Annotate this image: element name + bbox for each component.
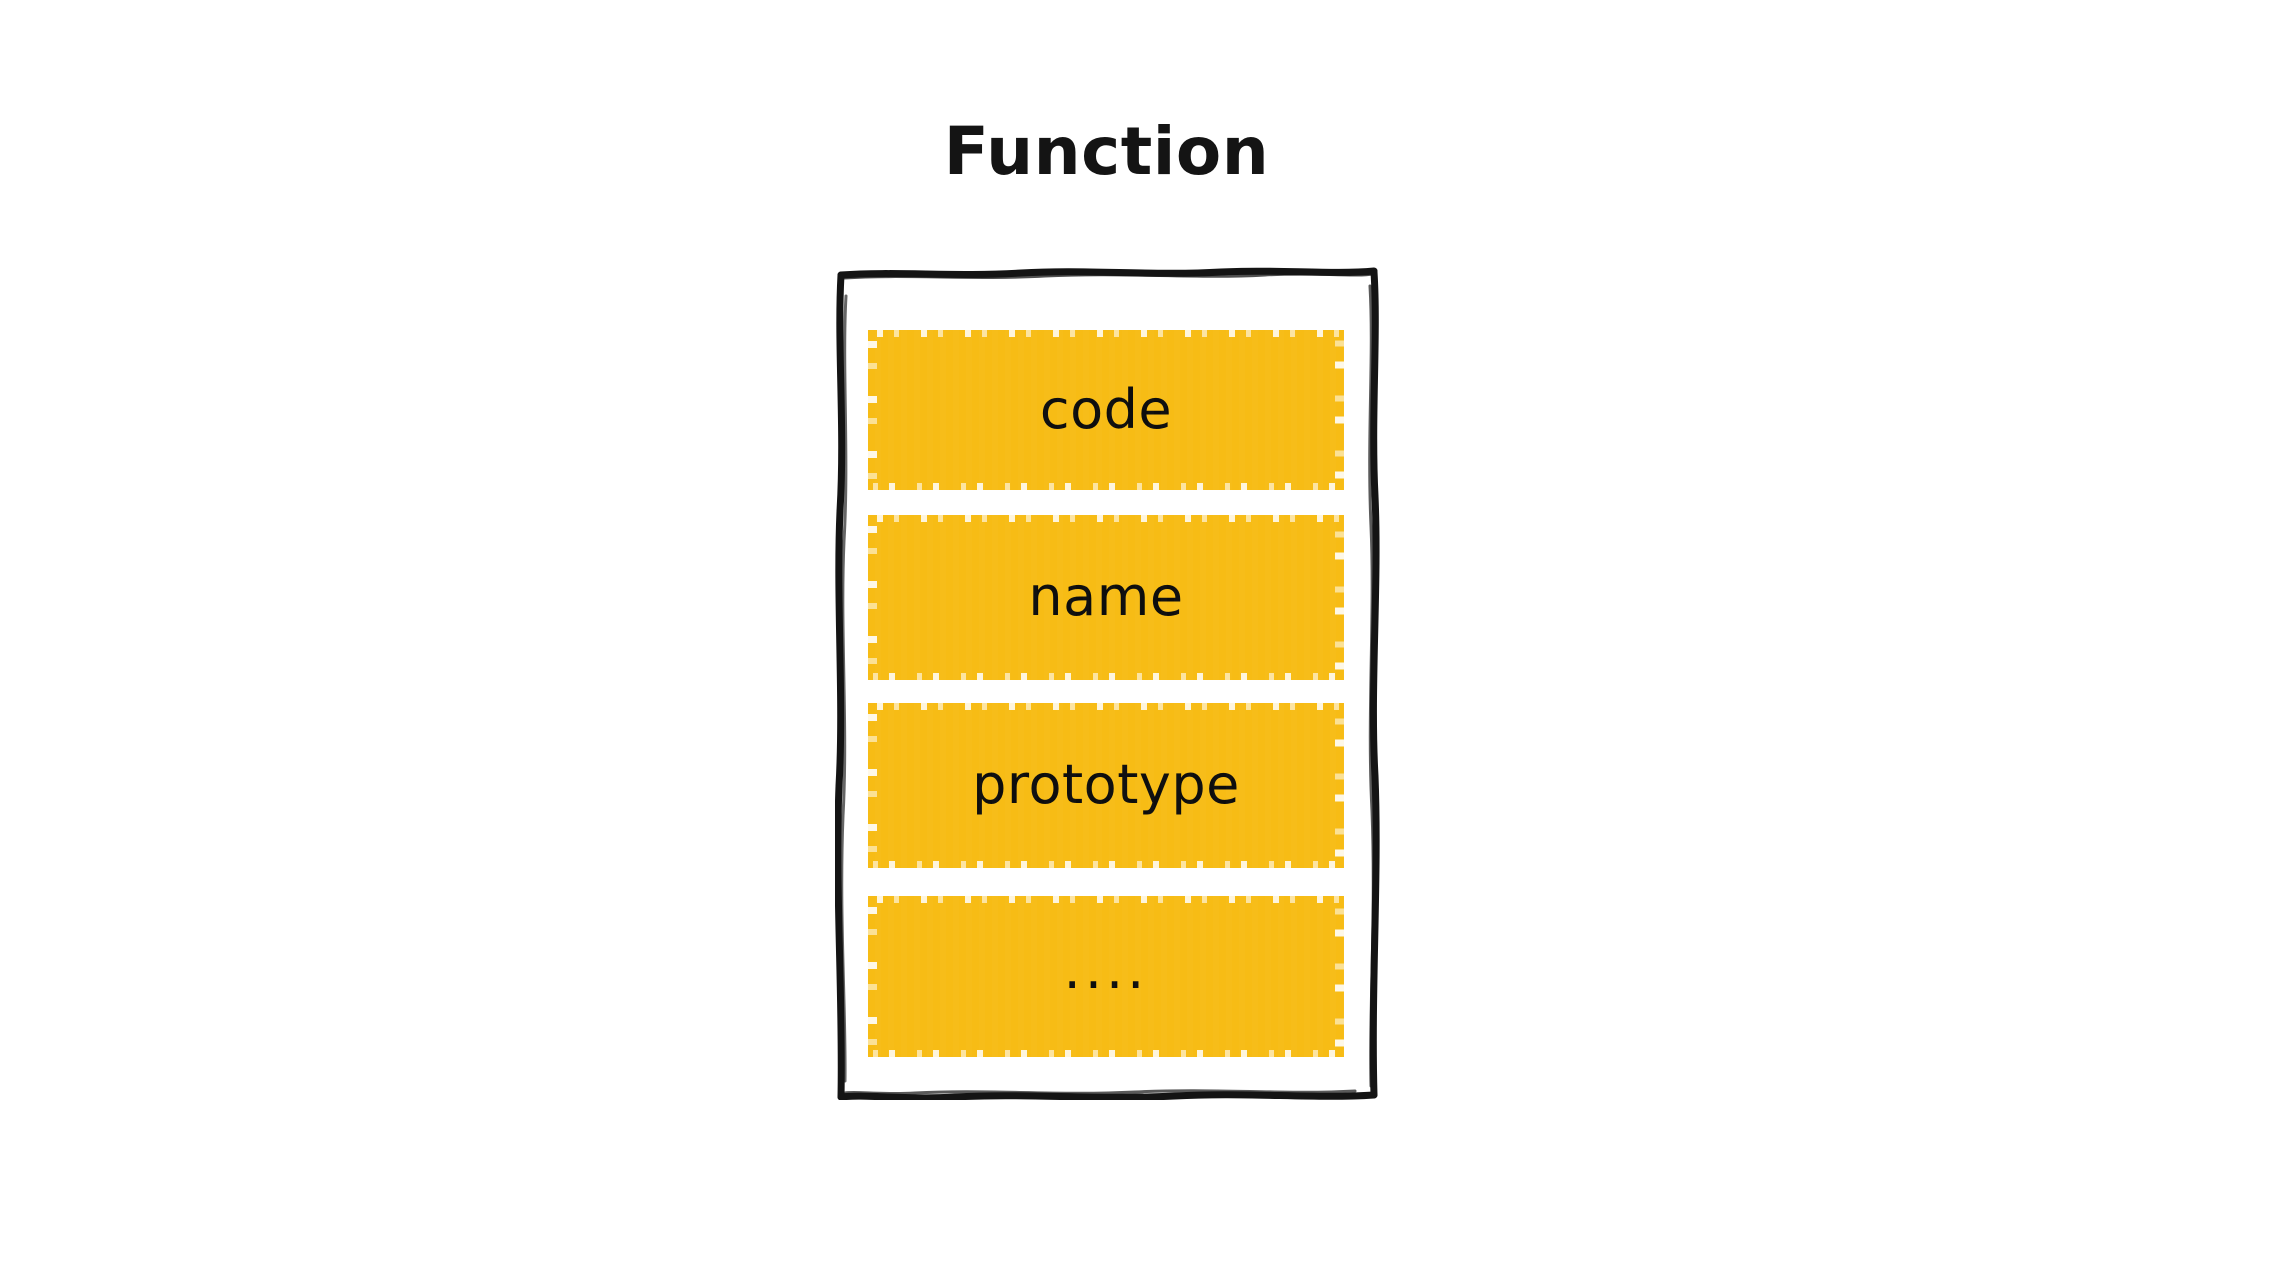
slot-rough-edge-left [868,703,877,868]
slot-rough-edge-right [1335,514,1344,680]
slot-rough-edge-left [868,895,877,1057]
slot-rough-edge-left [868,330,877,490]
property-slot-more[interactable]: .... [868,895,1344,1057]
slot-rough-edge-left [868,514,877,680]
property-slot-code[interactable]: code [868,330,1344,490]
property-slot-list: code name prototype .... [868,330,1344,1057]
property-slot-label: name [1028,565,1184,629]
property-slot-label: .... [1063,938,1149,1002]
property-slot-label: prototype [972,753,1240,817]
property-slot-prototype[interactable]: prototype [868,703,1344,868]
slot-rough-edge-right [1335,703,1344,868]
slot-rough-edge-right [1335,895,1344,1057]
page-title: Function [943,113,1270,190]
function-object-box: code name prototype .... [835,266,1380,1100]
property-slot-label: code [1039,377,1173,441]
slot-rough-edge-right [1335,330,1344,490]
property-slot-name[interactable]: name [868,514,1344,680]
